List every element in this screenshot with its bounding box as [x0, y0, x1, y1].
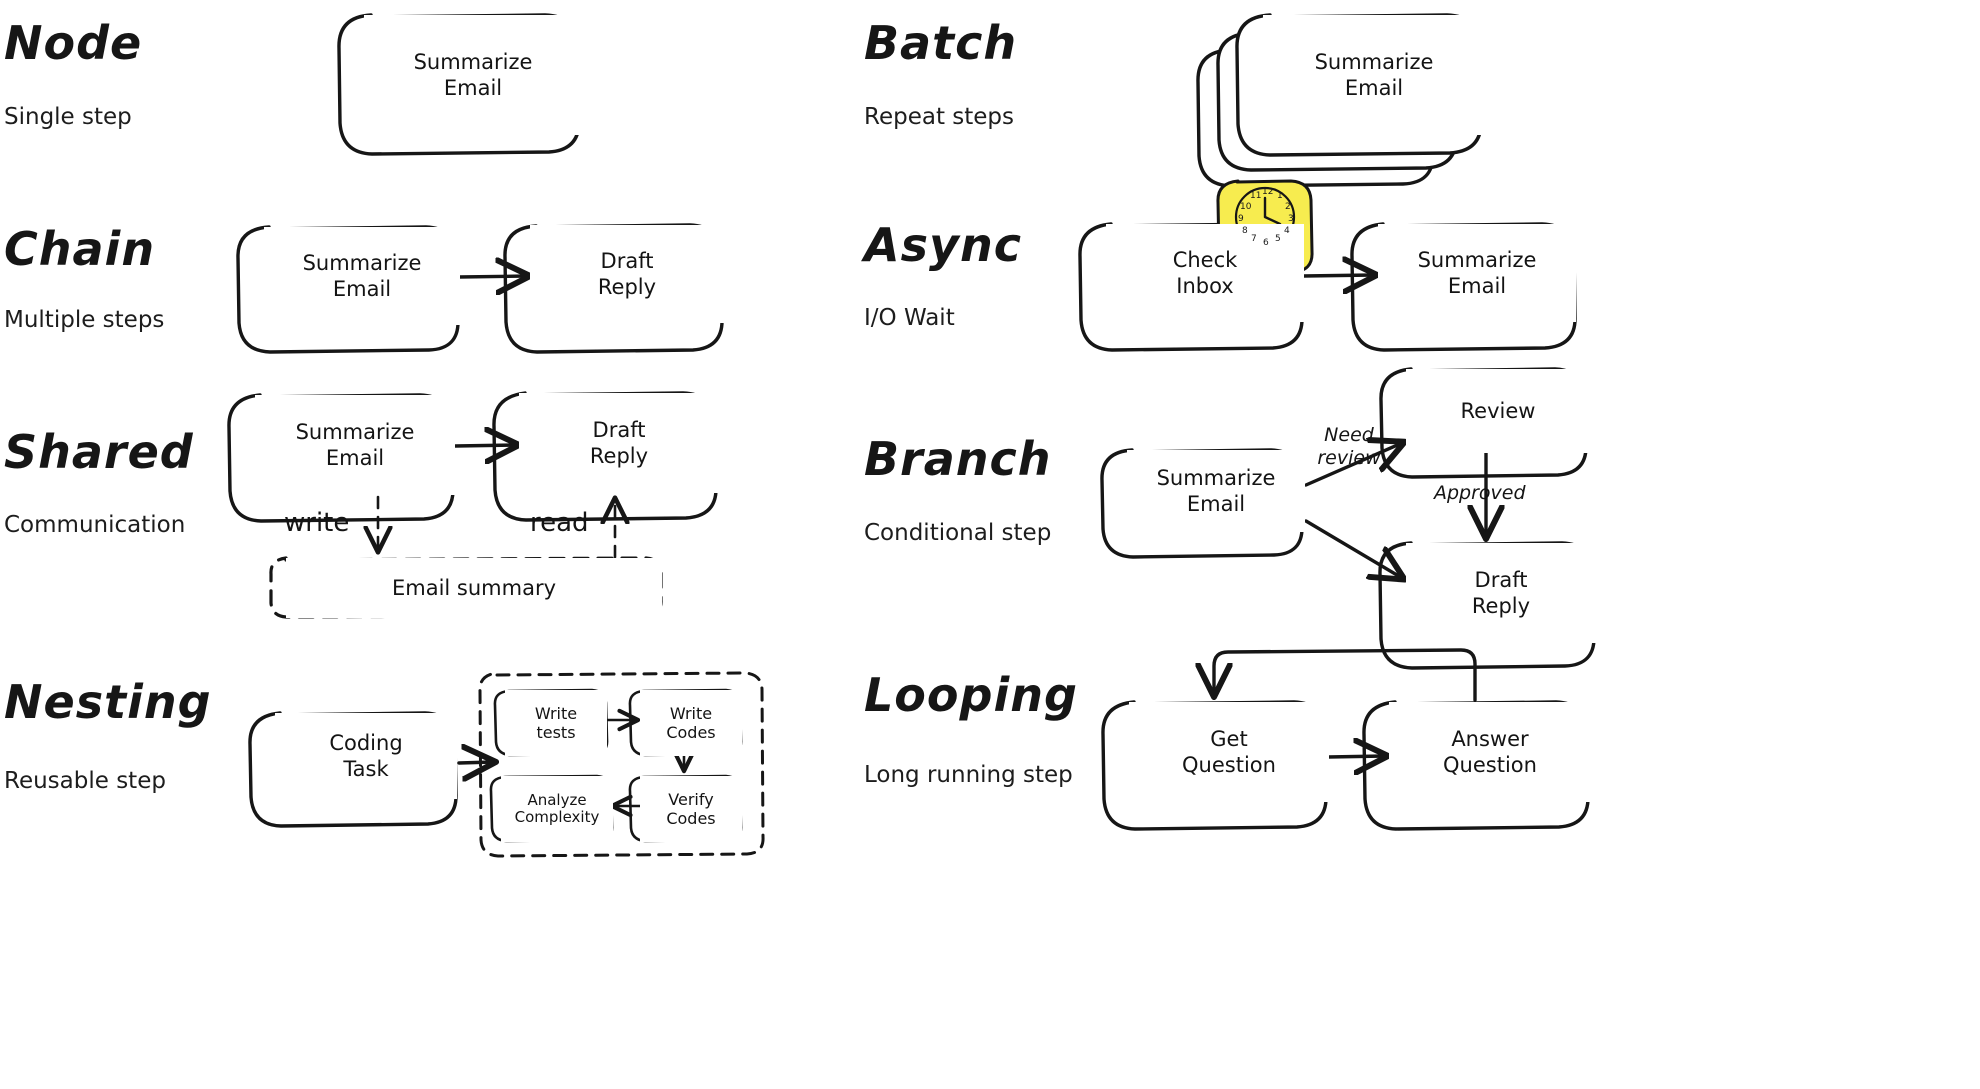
- shared-node-draft-reply[interactable]: Draft Reply: [519, 393, 719, 493]
- chain-node-draft-reply[interactable]: Draft Reply: [530, 225, 724, 323]
- node-label-line1: Summarize: [1156, 465, 1276, 490]
- pattern-subtitle-branch: Conditional step: [864, 520, 1052, 546]
- node-label-line1: Draft: [1474, 567, 1528, 592]
- node-label-line2: Task: [343, 757, 389, 781]
- clock-icon: 12 1 2 3 4 5 6 7 8 9 10 11: [1236, 187, 1296, 248]
- pattern-title-batch: Batch: [864, 16, 1018, 70]
- pattern-subtitle-nesting: Reusable step: [4, 768, 166, 794]
- clock-hour-5: 5: [1275, 234, 1281, 244]
- clock-hour-2: 2: [1285, 202, 1291, 212]
- clock-hour-7: 7: [1251, 234, 1257, 244]
- node-label-line1: Write: [534, 703, 578, 723]
- pattern-subtitle-async: I/O Wait: [864, 305, 955, 331]
- shared-edge-label-write: write: [284, 508, 350, 538]
- node-summarize-email[interactable]: Summarize Email: [364, 15, 582, 135]
- node-label-line1: Summarize: [302, 250, 422, 275]
- node-label-line2: Reply: [597, 275, 657, 299]
- clock-hour-8: 8: [1242, 226, 1248, 236]
- node-label-line2: Email: [1186, 492, 1246, 516]
- node-label-line1: Analyze: [527, 790, 587, 809]
- node-label-line1: Coding: [329, 730, 403, 755]
- node-label-line1: Review: [1460, 398, 1536, 423]
- node-label-line2: Question: [1182, 753, 1276, 777]
- pattern-subtitle-chain: Multiple steps: [4, 307, 165, 333]
- store-label: Email summary: [391, 575, 557, 600]
- clock-hour-11: 11: [1250, 191, 1262, 201]
- pattern-subtitle-batch: Repeat steps: [864, 104, 1015, 130]
- branch-node-draft-reply[interactable]: Draft Reply: [1406, 543, 1596, 643]
- branch-node-summarize-email[interactable]: Summarize Email: [1127, 450, 1305, 532]
- clock-hour-1: 1: [1277, 191, 1283, 201]
- pattern-title-nesting: Nesting: [4, 675, 212, 729]
- node-label-line1: Summarize: [295, 419, 415, 444]
- branch-edge-label-need-review: Need review: [1304, 424, 1394, 470]
- async-node-summarize-email[interactable]: Summarize Email: [1378, 224, 1576, 322]
- pattern-subtitle-node: Single step: [4, 104, 132, 130]
- clock-hour-4: 4: [1284, 226, 1290, 236]
- node-label-line1: Write: [669, 703, 713, 723]
- nesting-sub-node-verify-codes[interactable]: Verify Codes: [640, 776, 742, 842]
- branch-edge-label-approved: Approved: [1434, 482, 1526, 504]
- node-label-line2: Email: [1447, 274, 1507, 298]
- node-label-line1: Check: [1172, 247, 1238, 272]
- nesting-node-coding-task[interactable]: Coding Task: [275, 713, 457, 799]
- node-label-line1: Draft: [600, 248, 654, 273]
- node-label-line1: Summarize: [413, 49, 533, 74]
- pattern-subtitle-looping: Long running step: [864, 762, 1073, 788]
- pattern-title-looping: Looping: [864, 668, 1078, 722]
- node-label-line2: Question: [1443, 753, 1537, 777]
- pattern-title-node: Node: [4, 16, 143, 70]
- branch-node-review[interactable]: Review: [1406, 369, 1590, 453]
- node-label-line2: Codes: [666, 809, 716, 828]
- batch-node-summarize-email[interactable]: Summarize Email: [1263, 15, 1485, 135]
- pattern-title-shared: Shared: [4, 425, 194, 479]
- edge-label-line2: review: [1317, 446, 1381, 469]
- looping-node-get-question[interactable]: Get Question: [1129, 702, 1329, 802]
- nesting-sub-node-write-tests[interactable]: Write tests: [505, 690, 607, 756]
- node-label-line2: Reply: [1471, 594, 1531, 618]
- node-label-line2: Codes: [666, 723, 716, 742]
- node-label-line2: Email: [325, 446, 385, 470]
- chain-node-summarize-email[interactable]: Summarize Email: [264, 227, 460, 325]
- shared-edge-label-read: read: [530, 508, 589, 538]
- clock-hour-3: 3: [1288, 214, 1294, 224]
- node-label-line2: Email: [443, 76, 503, 100]
- nesting-sub-node-write-codes[interactable]: Write Codes: [640, 690, 742, 756]
- pattern-subtitle-shared: Communication: [4, 512, 186, 538]
- nesting-sub-node-analyze-complexity[interactable]: Analyze Complexity: [501, 776, 613, 842]
- node-label-line1: Draft: [592, 417, 646, 442]
- node-label-line1: Summarize: [1417, 247, 1537, 272]
- shared-node-summarize-email[interactable]: Summarize Email: [255, 395, 455, 495]
- node-label-line1: Verify: [668, 789, 714, 809]
- node-label-line2: Complexity: [514, 808, 600, 826]
- shared-store-email-summary[interactable]: Email summary: [286, 558, 662, 618]
- node-label-line2: Reply: [589, 444, 649, 468]
- looping-node-answer-question[interactable]: Answer Question: [1389, 702, 1591, 802]
- node-label-line2: Email: [1344, 76, 1404, 100]
- node-label-line2: Email: [332, 277, 392, 301]
- edge-label-line1: Need: [1324, 424, 1374, 446]
- node-label-line2: tests: [536, 723, 576, 742]
- node-label-line1: Answer: [1451, 726, 1529, 751]
- async-node-check-inbox[interactable]: Check Inbox: [1106, 224, 1304, 322]
- node-label-line1: Get: [1210, 726, 1248, 751]
- clock-hour-6: 6: [1263, 238, 1269, 248]
- pattern-title-branch: Branch: [864, 432, 1052, 486]
- node-label-line2: Inbox: [1176, 274, 1234, 298]
- clock-hour-12: 12: [1262, 187, 1274, 197]
- clock-hour-9: 9: [1238, 214, 1244, 224]
- pattern-title-async: Async: [864, 218, 1022, 272]
- clock-hour-10: 10: [1240, 202, 1252, 212]
- pattern-title-chain: Chain: [4, 222, 156, 276]
- node-label-line1: Summarize: [1314, 49, 1434, 74]
